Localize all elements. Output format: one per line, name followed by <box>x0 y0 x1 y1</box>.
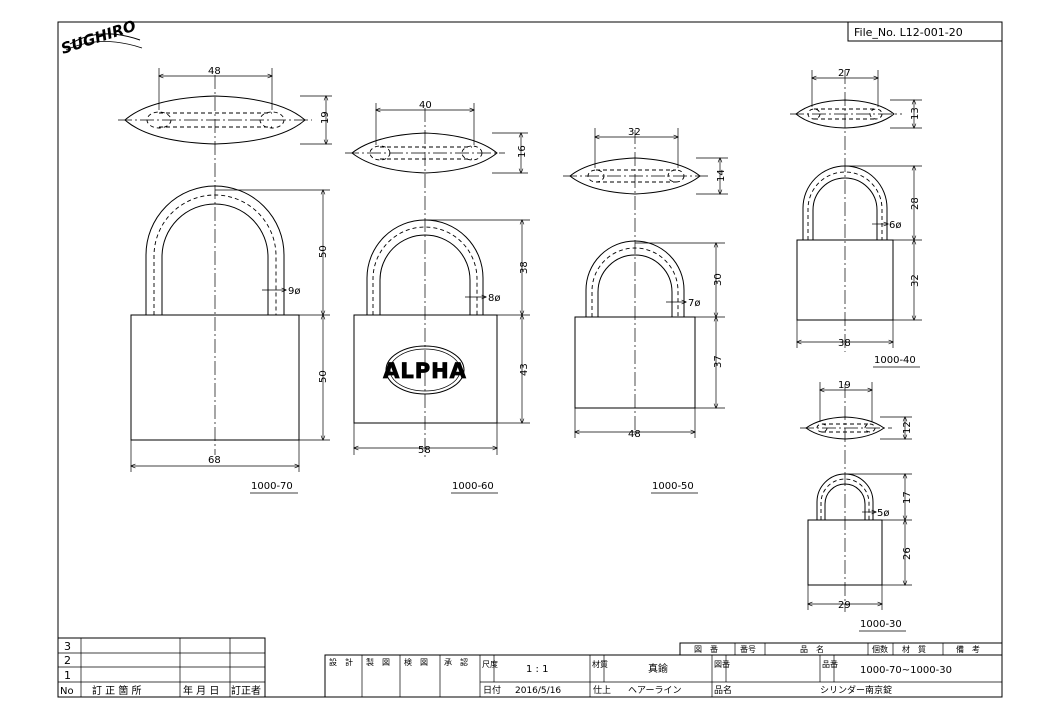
model-label-1000-70: 1000-70 <box>251 481 293 492</box>
svg-text:2: 2 <box>64 654 71 667</box>
svg-text:17: 17 <box>902 491 913 504</box>
material-value: 真鍮 <box>648 662 668 675</box>
date-value: 2016/5/16 <box>515 686 561 696</box>
svg-text:6ø: 6ø <box>889 220 901 231</box>
svg-text:28: 28 <box>910 197 921 210</box>
svg-text:32: 32 <box>628 127 641 138</box>
svg-text:13: 13 <box>910 107 921 120</box>
svg-text:設 計: 設 計 <box>329 657 353 667</box>
svg-text:製 図: 製 図 <box>366 657 390 667</box>
model-label-1000-60: 1000-60 <box>452 481 494 492</box>
svg-text:材質: 材質 <box>592 659 608 669</box>
svg-text:27: 27 <box>838 68 851 79</box>
svg-text:品 名: 品 名 <box>800 644 824 654</box>
model-label-1000-50: 1000-50 <box>652 481 694 492</box>
svg-text:12: 12 <box>902 421 913 434</box>
svg-text:品番: 品番 <box>822 659 838 669</box>
svg-text:訂 正 箇 所: 訂 正 箇 所 <box>92 684 142 697</box>
svg-text:8ø: 8ø <box>488 293 500 304</box>
finish-value: ヘアーライン <box>628 685 681 696</box>
svg-text:26: 26 <box>902 547 913 560</box>
svg-text:50: 50 <box>318 245 329 258</box>
svg-text:個数: 個数 <box>872 644 888 654</box>
svg-text:尺度: 尺度 <box>482 659 498 669</box>
svg-text:SUGHIRO: SUGHIRO <box>59 17 139 58</box>
svg-text:48: 48 <box>208 66 221 77</box>
drawing-frame <box>57 21 1003 698</box>
scale-value: 1 : 1 <box>526 664 548 675</box>
svg-text:5ø: 5ø <box>877 508 889 519</box>
file-number-box: File_No. L12-001-20 <box>847 21 1003 42</box>
svg-text:7ø: 7ø <box>688 298 700 309</box>
svg-text:58: 58 <box>418 445 431 456</box>
padlock-1000-50: 32 14 30 37 48 7ø 1000-50 <box>563 127 728 494</box>
svg-text:40: 40 <box>419 100 432 111</box>
svg-text:備 考: 備 考 <box>956 644 980 654</box>
svg-text:38: 38 <box>519 261 530 274</box>
model-label-1000-30: 1000-30 <box>860 619 902 630</box>
svg-text:品名: 品名 <box>714 684 732 696</box>
padlock-1000-30: 19 12 17 26 29 5ø 1000-30 <box>800 380 913 632</box>
svg-text:材 質: 材 質 <box>902 644 926 654</box>
svg-text:50: 50 <box>318 370 329 383</box>
padlock-1000-70: 48 19 50 50 68 9ø 1000-70 <box>118 66 332 494</box>
svg-text:日付: 日付 <box>483 685 501 696</box>
svg-text:番号: 番号 <box>740 644 756 654</box>
title-block: 図 番 番号 品 名 個数 材 質 備 考 設 計 製 図 検 図 承 認 尺度… <box>324 642 1003 698</box>
svg-text:図 番: 図 番 <box>694 644 718 654</box>
svg-text:32: 32 <box>910 274 921 287</box>
svg-text:No: No <box>60 686 74 697</box>
part-name-value: シリンダー南京錠 <box>820 684 892 696</box>
svg-text:3: 3 <box>64 640 71 653</box>
svg-text:9ø: 9ø <box>288 286 300 297</box>
svg-text:68: 68 <box>208 455 221 466</box>
svg-text:ALPHA: ALPHA <box>383 359 467 383</box>
alpha-emblem: ALPHA <box>383 345 467 395</box>
padlock-1000-40: 27 13 28 32 38 6ø 1000-40 <box>790 68 922 368</box>
svg-text:図番: 図番 <box>714 659 730 669</box>
svg-text:19: 19 <box>838 380 851 391</box>
brand-logo: SUGHIRO <box>59 17 143 58</box>
svg-text:16: 16 <box>517 145 528 158</box>
svg-text:43: 43 <box>519 363 530 376</box>
svg-text:38: 38 <box>838 338 851 349</box>
svg-text:年 月 日: 年 月 日 <box>183 684 219 697</box>
svg-text:仕上: 仕上 <box>593 684 611 696</box>
svg-text:14: 14 <box>716 169 727 182</box>
svg-text:19: 19 <box>320 111 331 124</box>
padlock-1000-60: 40 16 ALPHA 38 43 58 <box>345 100 530 494</box>
svg-text:30: 30 <box>713 273 724 286</box>
svg-text:1: 1 <box>64 669 71 682</box>
svg-text:29: 29 <box>838 600 851 611</box>
svg-text:37: 37 <box>713 355 724 368</box>
svg-text:48: 48 <box>628 429 641 440</box>
part-number-value: 1000-70~1000-30 <box>860 665 952 676</box>
model-label-1000-40: 1000-40 <box>874 355 916 366</box>
file-number: File_No. L12-001-20 <box>854 26 963 39</box>
revision-table: 3 2 1 No 訂 正 箇 所 年 月 日 訂正者 <box>57 637 266 698</box>
svg-text:承 認: 承 認 <box>444 657 468 667</box>
svg-text:検 図: 検 図 <box>404 657 428 667</box>
svg-text:訂正者: 訂正者 <box>231 684 261 697</box>
